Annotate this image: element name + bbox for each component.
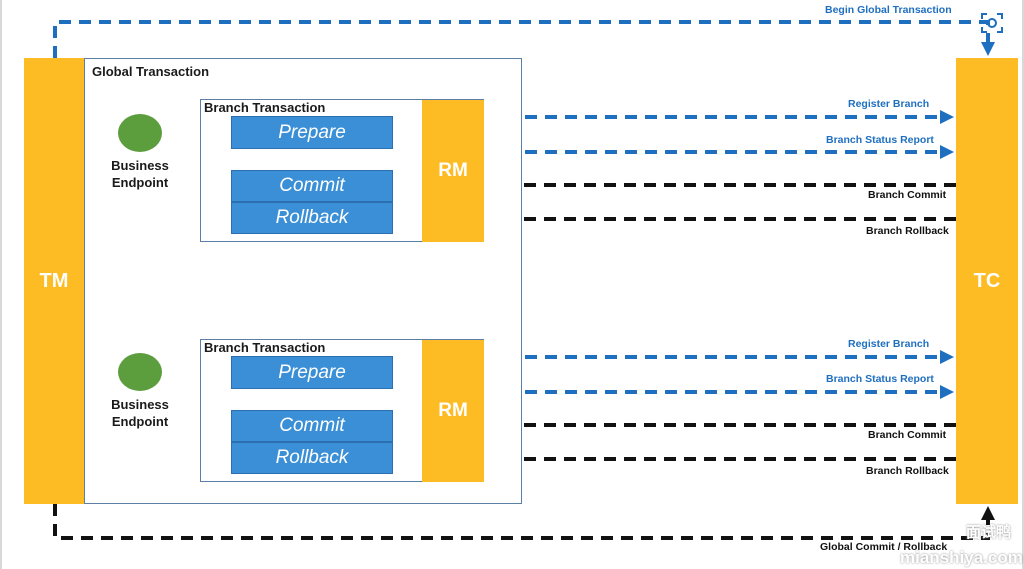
prepare-box-2: Prepare (231, 356, 393, 389)
endpoint-line1-1: Business (111, 158, 169, 173)
tc-label: TC (973, 269, 1001, 292)
register-branch-label-2: Register Branch (848, 338, 930, 350)
status-report-label-1: Branch Status Report (826, 134, 934, 146)
branch-commit-label-2: Branch Commit (868, 429, 947, 441)
status-report-label-2: Branch Status Report (826, 373, 934, 385)
rm-label-1: RM (438, 160, 468, 181)
rm-box-2: RM (422, 340, 484, 482)
tc-bar: TC (956, 58, 1018, 504)
prepare-box-1: Prepare (231, 116, 393, 149)
rm-box-1: RM (422, 100, 484, 242)
begin-global-label: Begin Global Transaction (825, 4, 952, 16)
business-endpoint-label-2: Business Endpoint (90, 396, 190, 430)
scan-icon[interactable] (980, 12, 1004, 34)
commit-box-2: Commit (231, 410, 393, 442)
tm-bar: TM (24, 58, 84, 504)
rollback-box-2: Rollback (231, 442, 393, 474)
tm-label: TM (39, 269, 69, 292)
global-transaction-title: Global Transaction (92, 64, 210, 79)
register-branch-label-1: Register Branch (848, 98, 930, 110)
branch-commit-label-1: Branch Commit (868, 189, 947, 201)
branch-rollback-label-1: Branch Rollback (866, 225, 949, 237)
business-endpoint-circle-1 (118, 114, 162, 152)
endpoint-line1-2: Business (111, 397, 169, 412)
business-endpoint-circle-2 (118, 353, 162, 391)
endpoint-line2-1: Endpoint (111, 175, 169, 190)
rollback-box-1: Rollback (231, 202, 393, 234)
branch-transaction-title-2: Branch Transaction (204, 340, 326, 355)
begin-global-line (53, 20, 995, 58)
global-commit-label: Global Commit / Rollback (820, 541, 948, 553)
global-commit-line (53, 504, 995, 540)
branch-transaction-title-1: Branch Transaction (204, 100, 326, 115)
commit-box-1: Commit (231, 170, 393, 202)
branch-rollback-label-2: Branch Rollback (866, 465, 949, 477)
rm-label-2: RM (438, 400, 468, 421)
business-endpoint-label-1: Business Endpoint (90, 157, 190, 191)
watermark-cn: 面试鸭 (966, 524, 1012, 541)
watermark-url: mianshiya.com (900, 548, 1023, 567)
endpoint-line2-2: Endpoint (111, 414, 169, 429)
